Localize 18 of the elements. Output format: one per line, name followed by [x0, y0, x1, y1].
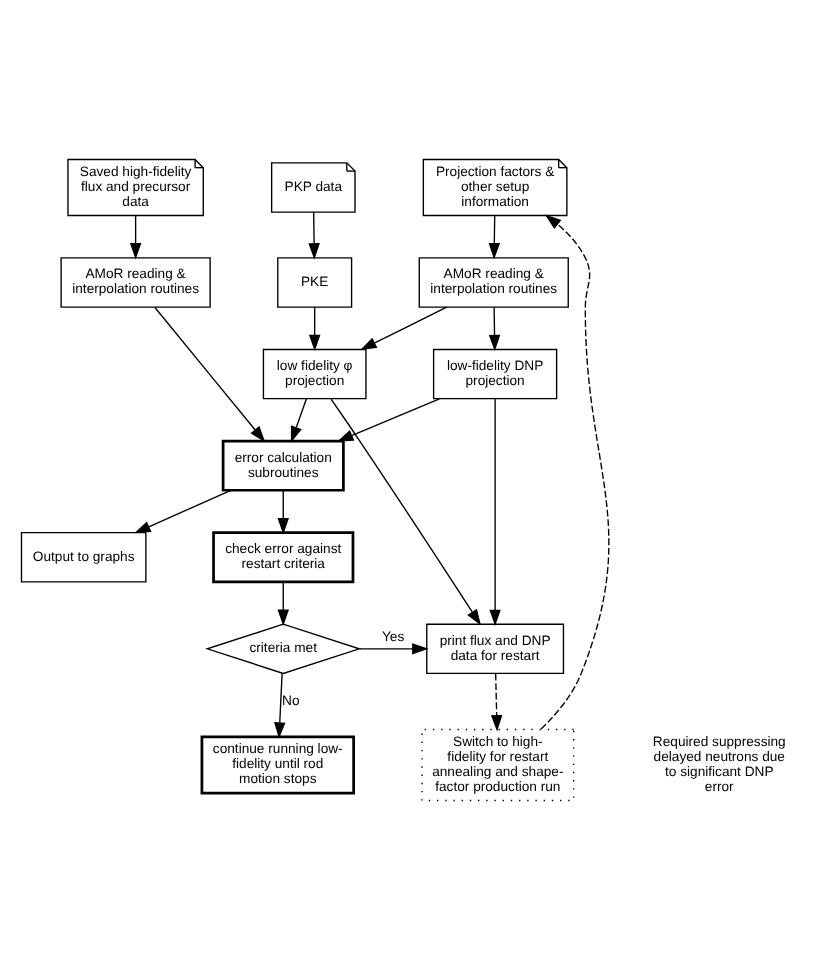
arrow	[330, 397, 481, 625]
arrow	[129, 213, 142, 259]
arrow	[488, 305, 501, 351]
arrow	[134, 488, 232, 533]
arrow	[490, 672, 503, 731]
arrow	[308, 210, 320, 259]
arrow	[277, 580, 289, 626]
arrow	[488, 213, 501, 259]
arrow	[290, 397, 308, 442]
arrow	[540, 213, 610, 729]
arrow	[489, 397, 501, 626]
arrow	[308, 305, 321, 351]
arrow	[337, 397, 441, 441]
arrow	[154, 305, 266, 442]
arrow	[360, 305, 448, 350]
arrow	[359, 642, 429, 654]
arrow	[274, 671, 286, 738]
arrow	[277, 488, 289, 534]
